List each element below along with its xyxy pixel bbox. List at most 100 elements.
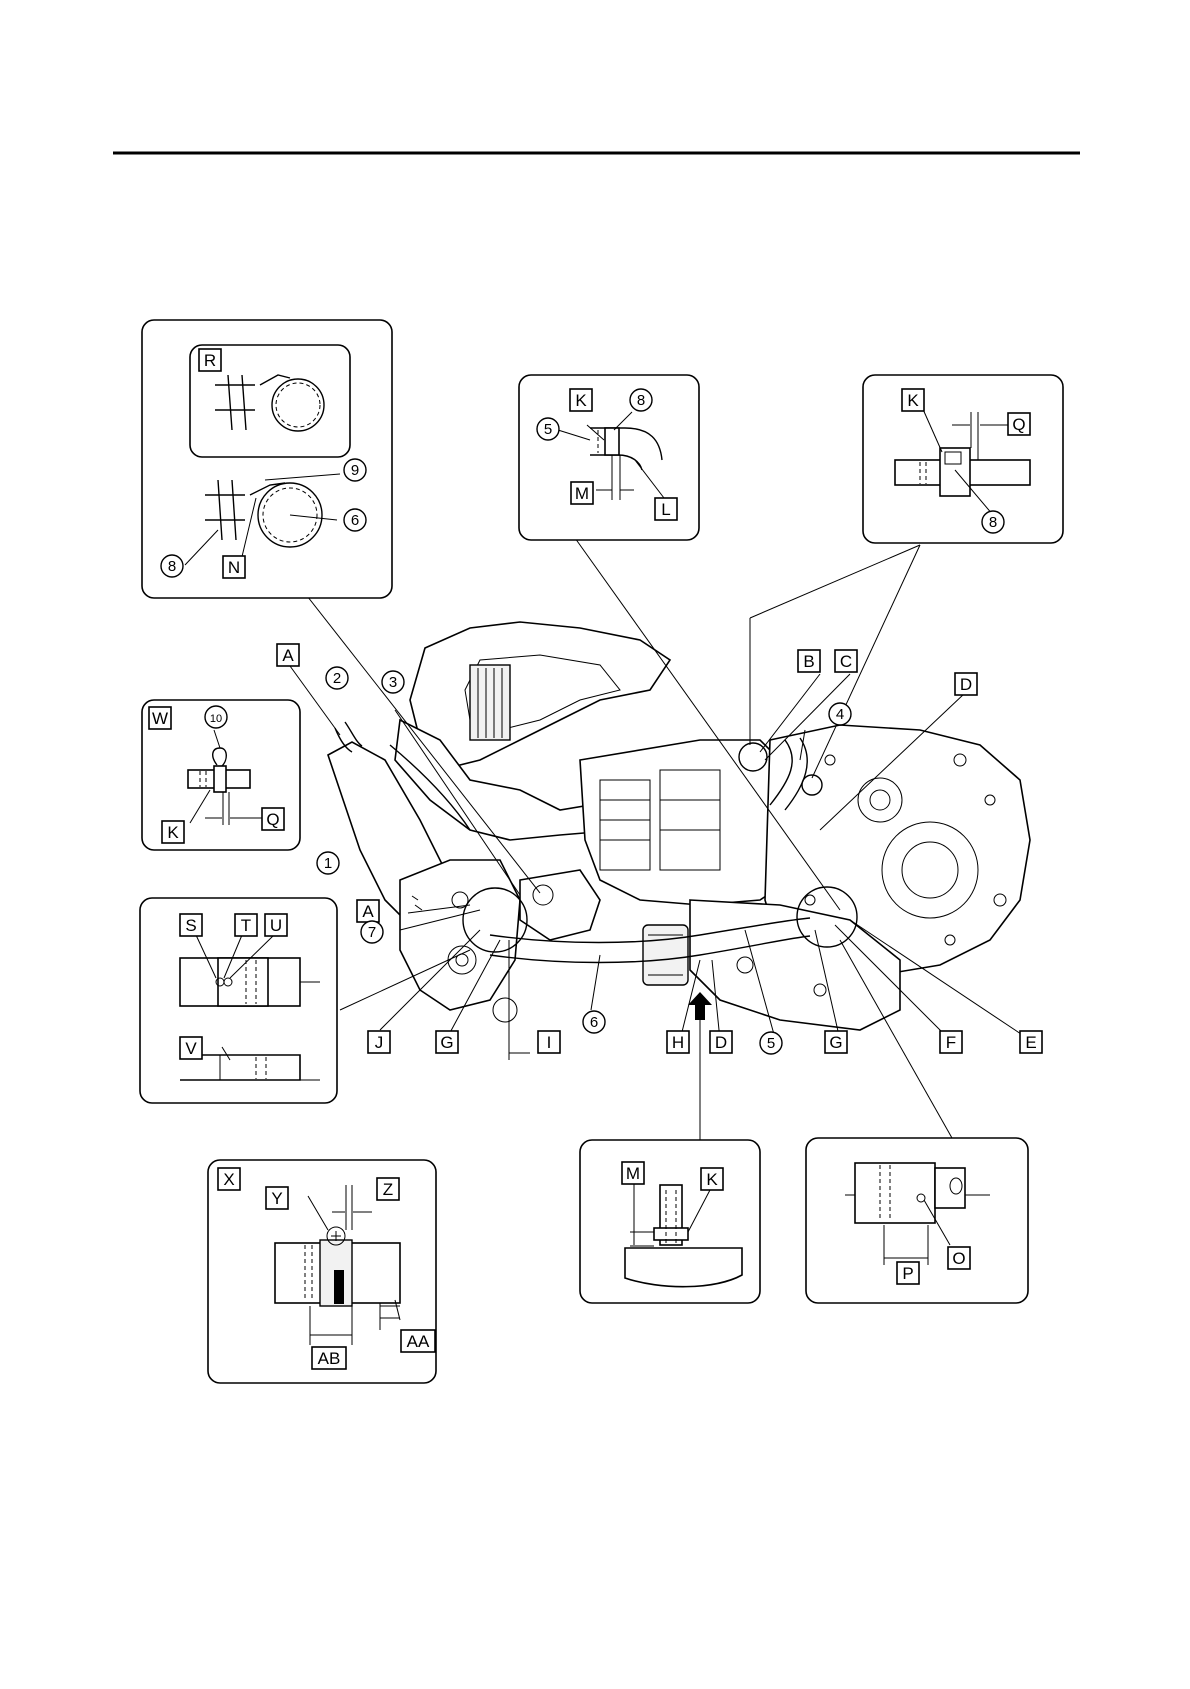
label-circle-text: 7 — [368, 924, 376, 941]
label-box-g: G — [825, 1031, 847, 1053]
label-circle-text: 6 — [590, 1014, 598, 1031]
label-box-q: Q — [1008, 413, 1030, 435]
label-box-o: O — [948, 1247, 970, 1269]
label-circle-text: 8 — [637, 392, 645, 409]
label-box-text: S — [185, 916, 196, 935]
label-box-text: R — [204, 351, 216, 370]
arrow-indicator — [688, 992, 712, 1020]
label-box-text: F — [946, 1033, 956, 1052]
label-circle-2: 2 — [326, 667, 348, 689]
label-box-e: E — [1020, 1031, 1042, 1053]
label-box-c: C — [835, 650, 857, 672]
label-circle-7: 7 — [361, 921, 383, 943]
detail-panel-q — [863, 375, 1063, 543]
label-box-i: I — [538, 1031, 560, 1053]
label-circle-3: 3 — [382, 671, 404, 693]
label-box-text: M — [575, 484, 589, 503]
label-box-k: K — [902, 389, 924, 411]
label-box-g: G — [436, 1031, 458, 1053]
clamp-screw-coil — [334, 1270, 344, 1304]
label-circle-text: 6 — [351, 512, 359, 529]
label-circle-text: 9 — [351, 462, 359, 479]
label-box-text: K — [167, 823, 179, 842]
label-box-text: B — [803, 652, 814, 671]
label-box-text: E — [1025, 1033, 1036, 1052]
label-box-text: Y — [271, 1189, 282, 1208]
label-circle-8: 8 — [630, 389, 652, 411]
label-box-text: K — [575, 391, 587, 410]
label-box-z: Z — [377, 1178, 399, 1200]
label-circle-5: 5 — [537, 418, 559, 440]
label-box-w: W — [149, 707, 171, 729]
label-box-text: P — [902, 1264, 913, 1283]
label-box-a: A — [277, 644, 299, 666]
label-box-text: C — [840, 652, 852, 671]
label-circle-text: 8 — [168, 558, 176, 575]
label-circle-text: 3 — [389, 674, 397, 691]
label-box-d: D — [710, 1031, 732, 1053]
label-box-text: Q — [1012, 415, 1025, 434]
label-box-t: T — [235, 914, 257, 936]
label-box-text: I — [547, 1033, 552, 1052]
label-circle-9: 9 — [344, 459, 366, 481]
radiator — [470, 665, 510, 740]
label-box-text: G — [440, 1033, 453, 1052]
label-box-text: U — [270, 916, 282, 935]
label-circle-text: 5 — [544, 421, 552, 438]
label-box-x: X — [218, 1168, 240, 1190]
label-box-j: J — [368, 1031, 390, 1053]
label-circle-text: 8 — [989, 514, 997, 531]
label-box-a: A — [357, 900, 379, 922]
label-circle-4: 4 — [829, 703, 851, 725]
label-box-d: D — [955, 673, 977, 695]
label-box-text: T — [241, 916, 251, 935]
label-circle-5: 5 — [760, 1032, 782, 1054]
label-box-text: J — [375, 1033, 384, 1052]
label-box-text: W — [152, 709, 168, 728]
label-box-b: B — [798, 650, 820, 672]
label-box-n: N — [223, 556, 245, 578]
label-box-text: D — [715, 1033, 727, 1052]
label-box-k: K — [570, 389, 592, 411]
label-circle-text: 2 — [333, 670, 341, 687]
label-circle-8: 8 — [161, 555, 183, 577]
label-circle-6: 6 — [344, 509, 366, 531]
label-box-text: D — [960, 675, 972, 694]
label-box-text: M — [626, 1164, 640, 1183]
label-circle-10: 10 — [205, 706, 227, 728]
label-box-text: K — [907, 391, 919, 410]
label-box-k: K — [162, 821, 184, 843]
label-box-text: A — [362, 902, 374, 921]
label-box-h: H — [667, 1031, 689, 1053]
label-circle-8: 8 — [982, 511, 1004, 533]
label-box-text: N — [228, 558, 240, 577]
label-box-text: Q — [266, 810, 279, 829]
label-box-ab: AB — [312, 1347, 346, 1369]
label-box-text: X — [223, 1170, 234, 1189]
label-circle-text: 10 — [210, 713, 222, 725]
label-box-text: G — [829, 1033, 842, 1052]
label-box-r: R — [199, 349, 221, 371]
label-box-s: S — [180, 914, 202, 936]
label-box-text: Z — [383, 1180, 393, 1199]
label-box-aa: AA — [401, 1330, 435, 1352]
label-box-l: L — [655, 498, 677, 520]
label-box-text: L — [661, 500, 670, 519]
label-box-f: F — [940, 1031, 962, 1053]
label-box-text: A — [282, 646, 294, 665]
label-circle-6: 6 — [583, 1011, 605, 1033]
label-box-text: AA — [407, 1332, 430, 1351]
label-circle-1: 1 — [317, 852, 339, 874]
label-box-text: AB — [318, 1349, 341, 1368]
label-box-m: M — [622, 1162, 644, 1184]
label-box-u: U — [265, 914, 287, 936]
label-box-q: Q — [262, 808, 284, 830]
label-box-v: V — [180, 1037, 202, 1059]
label-box-text: H — [672, 1033, 684, 1052]
label-box-text: O — [952, 1249, 965, 1268]
oil-filter — [643, 925, 688, 985]
label-box-text: V — [185, 1039, 197, 1058]
label-box-text: K — [706, 1170, 718, 1189]
